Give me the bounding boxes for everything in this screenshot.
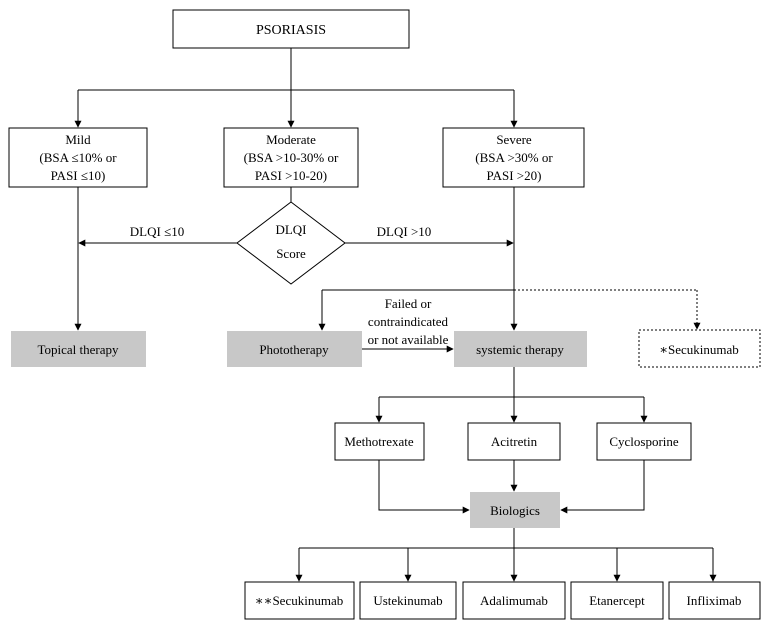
failed-note-line1: Failed or xyxy=(385,296,432,311)
topical-therapy-label: Topical therapy xyxy=(37,342,119,357)
topical-therapy-node: Topical therapy xyxy=(11,331,146,367)
cyclosporine-label: Cyclosporine xyxy=(609,434,679,449)
dlqi-low-label: DLQI ≤10 xyxy=(130,224,184,239)
biologic-ustekinumab-label: Ustekinumab xyxy=(373,593,442,608)
acitretin-node: Acitretin xyxy=(467,422,561,461)
psoriasis-label: PSORIASIS xyxy=(256,23,326,38)
phototherapy-label: Phototherapy xyxy=(259,342,329,357)
severe-bsa: (BSA >30% or xyxy=(475,150,553,165)
dlqi-score-label: Score xyxy=(276,246,306,261)
biologic-secukinumab-label: ∗∗Secukinumab xyxy=(255,593,343,608)
methotrexate-label: Methotrexate xyxy=(344,434,414,449)
failed-note-line2: contraindicated xyxy=(368,314,449,329)
connectors xyxy=(74,48,717,582)
dlqi-label: DLQI xyxy=(275,222,306,237)
biologic-secukinumab-node: ∗∗Secukinumab xyxy=(244,581,355,620)
systemic-therapy-label: systemic therapy xyxy=(476,342,564,357)
secukinumab-single-label: ∗Secukinumab xyxy=(659,342,739,357)
severe-node: Severe (BSA >30% or PASI >20) xyxy=(442,127,585,188)
failed-note-line3: or not available xyxy=(368,332,449,347)
biologic-etanercept-node: Etanercept xyxy=(570,581,664,620)
cyclosporine-node: Cyclosporine xyxy=(596,422,692,461)
mild-node: Mild (BSA ≤10% or PASI ≤10) xyxy=(8,127,148,188)
moderate-bsa: (BSA >10-30% or xyxy=(244,150,339,165)
biologic-infliximab-node: Infliximab xyxy=(668,581,761,620)
dlqi-high-label: DLQI >10 xyxy=(377,224,432,239)
mild-title: Mild xyxy=(65,132,91,147)
biologic-infliximab-label: Infliximab xyxy=(687,593,742,608)
biologic-etanercept-label: Etanercept xyxy=(589,593,645,608)
moderate-title: Moderate xyxy=(266,132,316,147)
systemic-therapy-node: systemic therapy xyxy=(454,331,587,367)
acitretin-label: Acitretin xyxy=(491,434,538,449)
moderate-node: Moderate (BSA >10-30% or PASI >10-20) xyxy=(223,127,359,188)
moderate-pasi: PASI >10-20) xyxy=(255,168,327,183)
mild-pasi: PASI ≤10) xyxy=(51,168,106,183)
severe-title: Severe xyxy=(496,132,532,147)
biologic-adalimumab-node: Adalimumab xyxy=(462,581,566,620)
biologics-node: Biologics xyxy=(470,492,560,528)
methotrexate-node: Methotrexate xyxy=(334,422,425,461)
mild-bsa: (BSA ≤10% or xyxy=(39,150,117,165)
biologic-ustekinumab-node: Ustekinumab xyxy=(359,581,457,620)
psoriasis-node: PSORIASIS xyxy=(172,9,410,49)
phototherapy-node: Phototherapy xyxy=(227,331,362,367)
dlqi-decision-node: DLQI Score xyxy=(236,201,346,285)
biologic-adalimumab-label: Adalimumab xyxy=(480,593,548,608)
biologics-label: Biologics xyxy=(490,503,540,518)
severe-pasi: PASI >20) xyxy=(487,168,542,183)
secukinumab-single-node: ∗Secukinumab xyxy=(638,329,761,368)
